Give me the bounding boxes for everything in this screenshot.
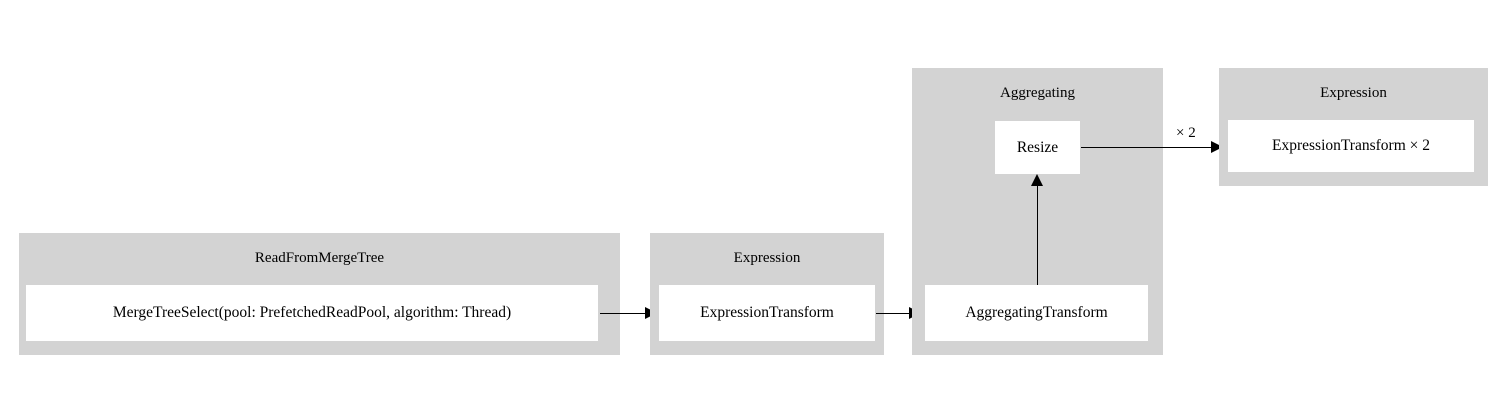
node-label-merge-tree-select: MergeTreeSelect(pool: PrefetchedReadPool… <box>112 304 512 322</box>
node-label-expression-transform: ExpressionTransform <box>700 304 834 322</box>
node-label-aggregating-transform: AggregatingTransform <box>965 304 1108 322</box>
edge-expression-to-aggregating-line <box>876 313 911 314</box>
node-aggregating-transform[interactable]: AggregatingTransform <box>925 285 1148 341</box>
node-expression-transform[interactable]: ExpressionTransform <box>659 285 875 341</box>
cluster-label-expression-1: Expression <box>733 250 801 266</box>
edge-label-resize-to-expression2: × 2 <box>1176 125 1196 141</box>
edge-aggregating-to-resize-arrowhead <box>1031 174 1043 186</box>
node-label-resize: Resize <box>1016 138 1059 156</box>
cluster-label-read-from-merge-tree: ReadFromMergeTree <box>254 250 385 266</box>
edge-resize-to-expression2-line <box>1081 147 1213 148</box>
node-resize[interactable]: Resize <box>995 121 1080 174</box>
edge-merge-to-expression-line <box>600 313 647 314</box>
node-label-expression-transform-x2: ExpressionTransform × 2 <box>1272 137 1430 155</box>
cluster-label-expression-2: Expression <box>1320 85 1387 101</box>
cluster-label-aggregating: Aggregating <box>1000 85 1075 101</box>
edge-aggregating-to-resize-line <box>1037 186 1038 285</box>
node-expression-transform-x2[interactable]: ExpressionTransform × 2 <box>1228 120 1474 172</box>
node-merge-tree-select[interactable]: MergeTreeSelect(pool: PrefetchedReadPool… <box>26 285 598 341</box>
